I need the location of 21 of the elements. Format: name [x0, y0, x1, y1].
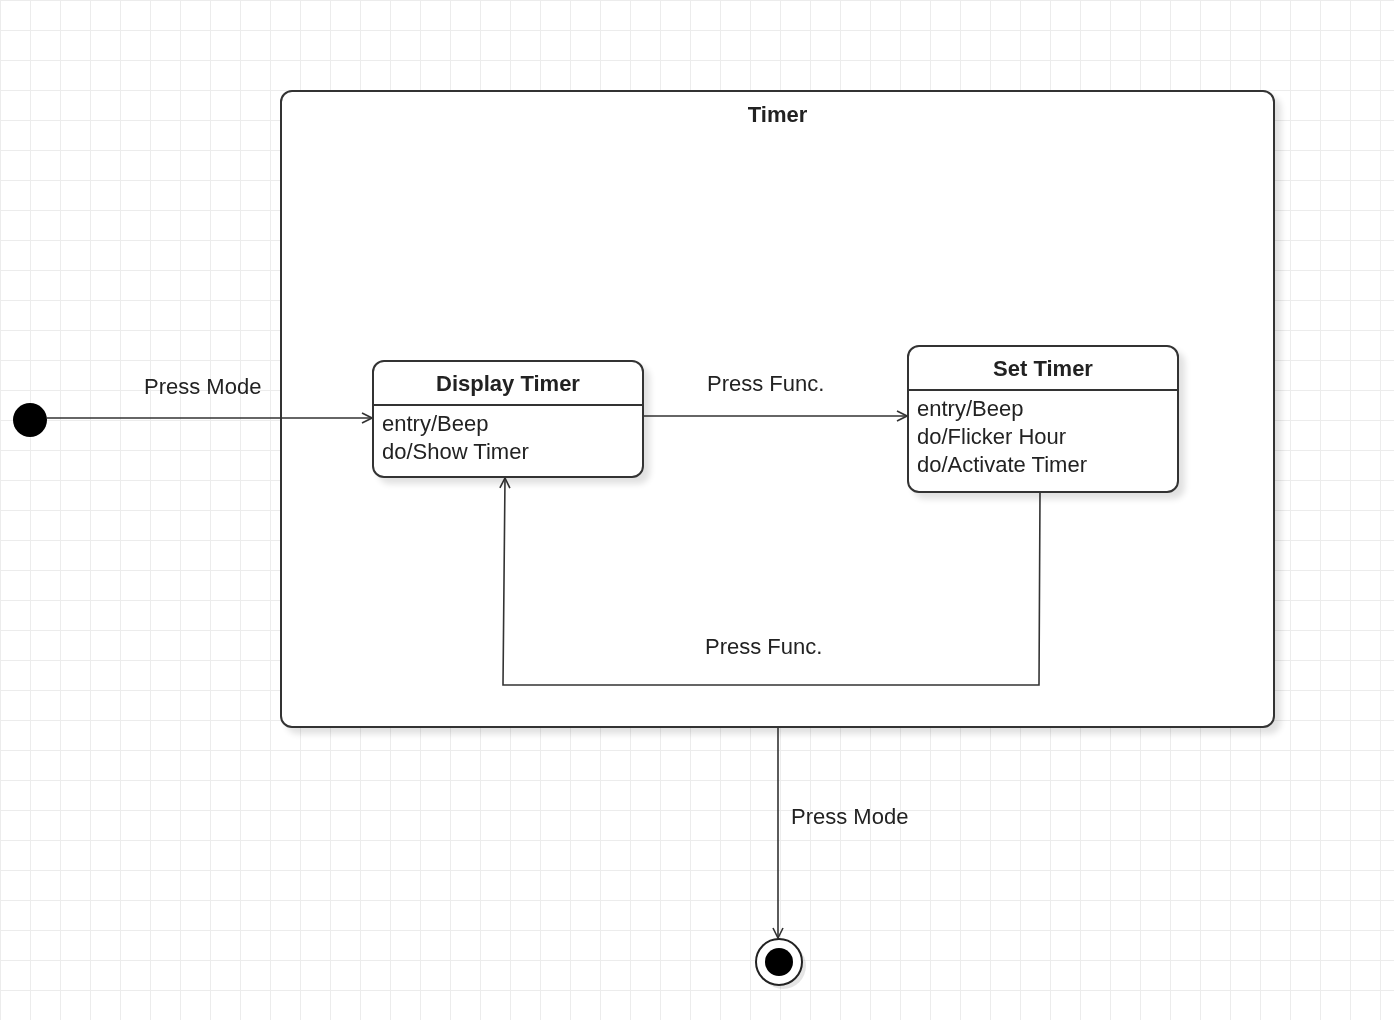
state-box [372, 360, 644, 478]
state-activity: do/Flicker Hour [917, 423, 1067, 451]
transition-arrow [499, 477, 1041, 686]
edge-label: Press Func. [707, 371, 825, 397]
transition-arrow [772, 727, 784, 939]
state-name: Timer [746, 102, 809, 128]
state-name: Set Timer [909, 347, 1177, 391]
state-activity: entry/Beep [382, 410, 489, 438]
edge-label: Press Mode [144, 374, 262, 400]
transition-arrow [46, 412, 373, 424]
state-activity: entry/Beep [917, 395, 1024, 423]
edge-label: Press Func. [705, 634, 823, 660]
transition-arrow [643, 410, 908, 422]
initial-state [13, 403, 47, 437]
state-box [907, 345, 1179, 493]
state-activity: do/Show Timer [382, 438, 529, 466]
edge-label: Press Mode [791, 804, 909, 830]
state-name: Display Timer [374, 362, 642, 406]
composite-state [280, 90, 1275, 728]
state-activity: do/Activate Timer [917, 451, 1087, 479]
final-state [755, 938, 803, 986]
